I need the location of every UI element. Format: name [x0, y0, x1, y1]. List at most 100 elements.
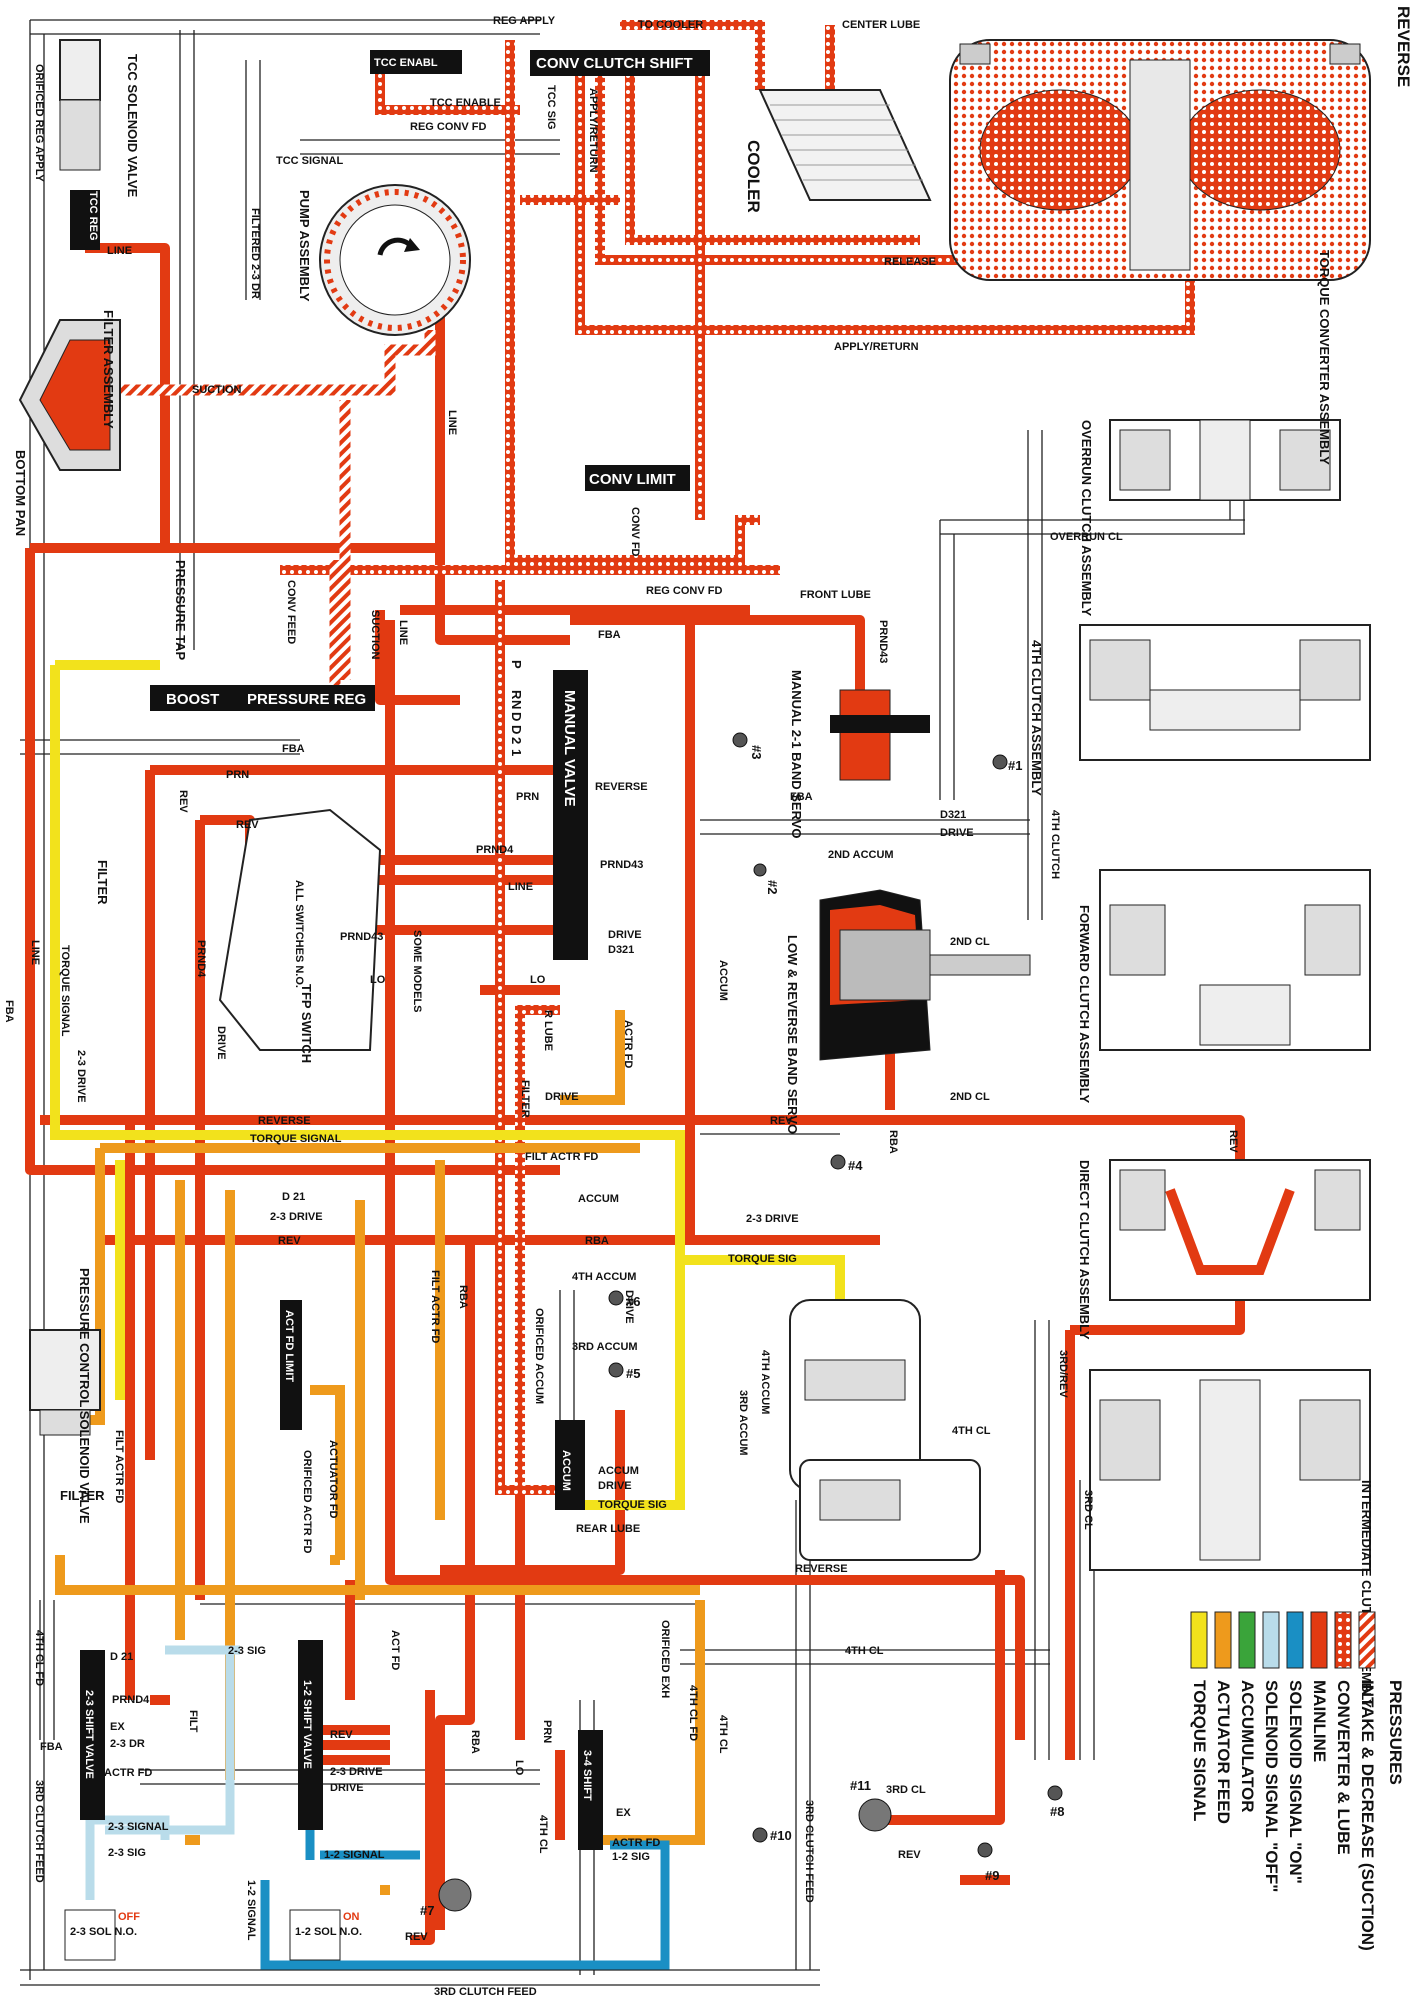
solenoid-off-passages — [85, 1645, 240, 1900]
label-line-v2: LINE — [397, 620, 409, 645]
forward-clutch — [1099, 869, 1371, 1051]
label-prn-1: PRN — [226, 769, 249, 781]
label-rba-v3: RBA — [887, 1130, 899, 1154]
label-prnd4-v: PRND4 — [195, 940, 207, 978]
act-fd-limit-label: ACT FD LIMIT — [283, 1310, 295, 1382]
cooler — [758, 89, 932, 201]
check-ball-4: #4 — [848, 1158, 863, 1173]
legend-item-label: ACTUATOR FEED — [1214, 1680, 1233, 1824]
label-filter-assembly: FILTER ASSEMBLY — [101, 310, 116, 429]
manual-valve-label: MANUAL VALVE — [561, 690, 578, 807]
label-conv-feed: CONV FEED — [285, 580, 297, 644]
label-2nd-cl: 2ND CL — [950, 1091, 990, 1103]
label-tfp-switch: TFP SWITCH — [299, 984, 314, 1063]
label-4th-cl-2: 4TH CL — [845, 1645, 884, 1657]
label-drive-v: DRIVE — [215, 1026, 227, 1060]
gear-r: R — [509, 690, 524, 700]
passage-labels: REG APPLY TO COOLER CENTER LUBE TCC SIGN… — [3, 15, 1239, 1998]
label-rev-1: REV — [236, 819, 259, 831]
boost-label: BOOST — [166, 691, 219, 708]
label-torque-sig-2: TORQUE SIG — [598, 1499, 667, 1511]
gear-p: P — [509, 660, 524, 669]
label-4th-cl-v2: 4TH CL — [537, 1815, 549, 1854]
label-tcc-sig: TCC SIG — [545, 85, 557, 130]
gear-positions: P R N D D 2 1 — [509, 660, 524, 756]
check-ball-2: #2 — [765, 880, 780, 894]
label-reg-conv-fd: REG CONV FD — [410, 121, 486, 133]
gear-1: 1 — [509, 749, 524, 756]
label-line-v: LINE — [29, 940, 41, 965]
label-3rd-cl: 3RD CL — [886, 1784, 926, 1796]
label-rba-v2: RBA — [469, 1730, 481, 1754]
label-intermediate-clutch: INTERMEDIATE CLUTCH ASSEMBLY — [1359, 1480, 1374, 1708]
check-ball-9: #9 — [985, 1868, 999, 1883]
label-filtered-23-dr: FILTERED 2-3 DR — [249, 208, 261, 299]
label-4th-cl-fd-2: 4TH CL FD — [687, 1685, 699, 1741]
label-fba-servo: FBA — [790, 791, 813, 803]
label-accum-2: ACCUM — [598, 1465, 639, 1477]
legend-swatch — [1358, 1611, 1376, 1669]
label-d321: D321 — [608, 944, 634, 956]
label-2nd-accum: 2ND ACCUM — [828, 849, 894, 861]
label-fba-v: FBA — [3, 1000, 15, 1023]
label-23-dr: 2-3 DR — [110, 1738, 145, 1750]
torque-signal-passages — [50, 660, 845, 1510]
label-rba: RBA — [585, 1235, 609, 1247]
label-rev-6: REV — [405, 1931, 428, 1943]
tfp-switch — [218, 808, 382, 1051]
label-d21: D 21 — [282, 1191, 305, 1203]
label-reverse-2: REVERSE — [258, 1115, 311, 1127]
legend-item-label: MAINLINE — [1310, 1680, 1329, 1762]
label-filter-left: FILTER — [95, 860, 110, 905]
label-lo-3: LO — [513, 1760, 525, 1776]
label-direct-clutch: DIRECT CLUTCH ASSEMBLY — [1077, 1160, 1092, 1340]
label-low-reverse-servo: LOW & REVERSE BAND SERVO — [785, 935, 800, 1134]
label-tcc-solenoid: TCC SOLENOID VALVE — [125, 54, 140, 198]
label-3rd-clutch-feed: 3RD CLUTCH FEED — [434, 1986, 537, 1998]
label-3rd-rev: 3RD/REV — [1057, 1350, 1069, 1398]
check-balls — [438, 732, 1063, 1912]
filter-pan — [18, 319, 121, 471]
label-reg-conv-fd-2: REG CONV FD — [646, 585, 722, 597]
diagram-title: REVERSE — [1394, 6, 1413, 87]
label-actr-fd-2: ACTR FD — [612, 1837, 660, 1849]
label-ex-1: EX — [110, 1721, 125, 1733]
label-apply-return-h: APPLY/RETURN — [834, 341, 919, 353]
label-accum: ACCUM — [578, 1193, 619, 1205]
label-drive-5: DRIVE — [330, 1782, 364, 1794]
sol-12-label: 1-2 SOL N.O. — [295, 1926, 362, 1938]
label-3rd-clutch-feed-v2: 3RD CLUTCH FEED — [803, 1800, 815, 1903]
actuator-feed-passages — [55, 1010, 705, 1895]
label-drive-3: DRIVE — [545, 1091, 579, 1103]
label-rev-v2: REV — [1227, 1130, 1239, 1153]
label-orificed-exh: ORIFICED EXH — [659, 1620, 671, 1698]
label-filt-actr-fd-v2: FILT ACTR FD — [113, 1430, 125, 1503]
conv-limit-label: CONV LIMIT — [589, 471, 676, 488]
check-ball-11: #11 — [850, 1778, 871, 1793]
label-4th-clutch: 4TH CLUTCH — [1049, 810, 1061, 879]
label-r-lube: R LUBE — [542, 1010, 554, 1051]
label-all-switches: ALL SWITCHES N.O. — [293, 880, 305, 988]
pcs-valve — [29, 1329, 101, 1436]
label-torque-signal-v: TORQUE SIGNAL — [59, 945, 71, 1037]
legend-item-label: SOLENOID SIGNAL "ON" — [1286, 1680, 1305, 1884]
label-orificed-reg-apply: ORIFICED REG APPLY — [33, 64, 45, 182]
label-reverse-3: REVERSE — [795, 1563, 848, 1575]
label-23-drive-h: 2-3 DRIVE — [270, 1211, 323, 1223]
label-tcc-signal: TCC SIGNAL — [276, 155, 344, 167]
label-fba-bottom: FBA — [40, 1741, 63, 1753]
legend-item-label: SOLENOID SIGNAL "OFF" — [1262, 1680, 1281, 1892]
label-23-drive-2: 2-3 DRIVE — [330, 1766, 383, 1778]
valve-labels: TCC ENABL CONV CLUTCH SHIFT TCC REG CONV… — [83, 55, 693, 1801]
label-actuator-fd: ACTUATOR FD — [327, 1440, 339, 1518]
label-apply-return-v: APPLY/RETURN — [587, 88, 599, 173]
legend-item-label: TORQUE SIGNAL — [1190, 1680, 1209, 1821]
legend-item-label: INTAKE & DECREASE (SUCTION) — [1358, 1680, 1377, 1951]
legend-item-label: CONVERTER & LUBE — [1334, 1680, 1353, 1855]
label-lo-1: LO — [370, 974, 386, 986]
gear-d-boxed: D — [509, 712, 524, 721]
converter-passages — [280, 20, 1195, 1495]
label-torque-signal-h: TORQUE SIGNAL — [250, 1133, 342, 1145]
label-prnd4-2: PRND4 — [112, 1694, 150, 1706]
